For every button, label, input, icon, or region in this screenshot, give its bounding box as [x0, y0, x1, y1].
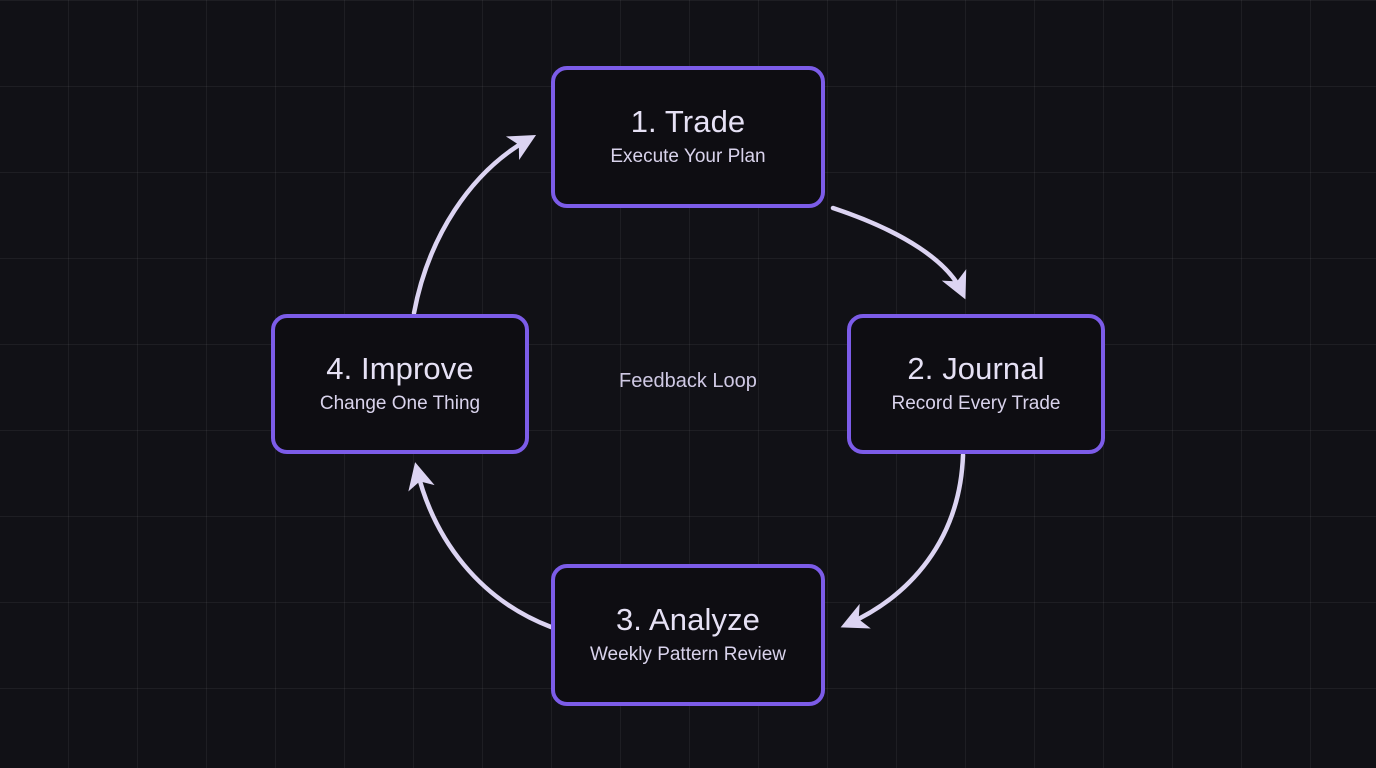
- node-analyze-subtitle: Weekly Pattern Review: [589, 644, 787, 666]
- arrow-analyze-to-improve: [408, 462, 554, 630]
- node-journal-subtitle: Record Every Trade: [891, 393, 1061, 415]
- node-trade[interactable]: 1. Trade Execute Your Plan: [551, 66, 825, 208]
- node-analyze[interactable]: 3. Analyze Weekly Pattern Review: [551, 564, 825, 706]
- node-analyze-title: 3. Analyze: [615, 601, 761, 637]
- node-journal-title: 2. Journal: [907, 350, 1045, 386]
- arrow-journal-to-analyze: [840, 452, 966, 629]
- center-label: Feedback Loop: [619, 370, 757, 392]
- node-improve[interactable]: 4. Improve Change One Thing: [271, 314, 529, 454]
- arrow-improve-to-trade: [411, 135, 537, 316]
- node-trade-title: 1. Trade: [630, 103, 746, 139]
- node-journal[interactable]: 2. Journal Record Every Trade: [847, 314, 1105, 454]
- node-improve-subtitle: Change One Thing: [319, 393, 481, 415]
- node-improve-title: 4. Improve: [326, 350, 474, 386]
- arrow-trade-to-journal: [830, 205, 967, 300]
- node-trade-subtitle: Execute Your Plan: [610, 146, 766, 168]
